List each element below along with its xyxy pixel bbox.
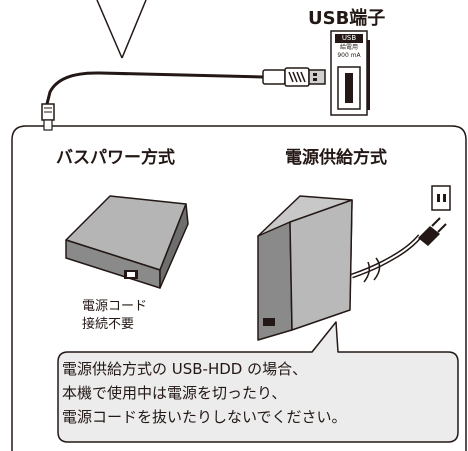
usb-port-current-label: 900 mA [337,52,361,59]
usb-port-tag: USB [335,34,363,43]
external-power-hdd-illustration [257,195,353,341]
usb-cable [45,71,264,105]
warning-line: 電源供給方式の USB-HDD の場合、 [62,360,308,378]
bus-power-note: 電源コード 接続不要 [82,298,147,334]
usb-port-title: USB端子 [308,8,386,29]
bus-power-hdd-illustration [65,195,189,289]
power-cord [351,234,422,283]
usb-port [330,30,370,116]
external-power-label: 電源供給方式 [285,148,387,168]
device-cable-connector [41,103,55,131]
bus-power-label: バスパワー方式 [56,148,175,168]
usb-port-bus-power-label: 給電用 [339,44,358,51]
warning-line: 本機で使用中は電源を切ったり、 [62,384,287,402]
wall-outlet [431,185,451,211]
pointer-v-lines [96,0,147,59]
bus-power-note-line: 電源コード [82,299,148,314]
main-panel-frame [11,125,467,451]
usb-plug [262,67,326,87]
warning-callout [57,321,459,443]
bus-power-note-line: 接続不要 [82,317,135,332]
warning-text: 電源供給方式の USB-HDD の場合、 本機で使用中は電源を切ったり、 電源コ… [62,357,454,429]
warning-line: 電源コードを抜いたりしないでください。 [62,408,347,426]
power-plug [418,217,447,246]
